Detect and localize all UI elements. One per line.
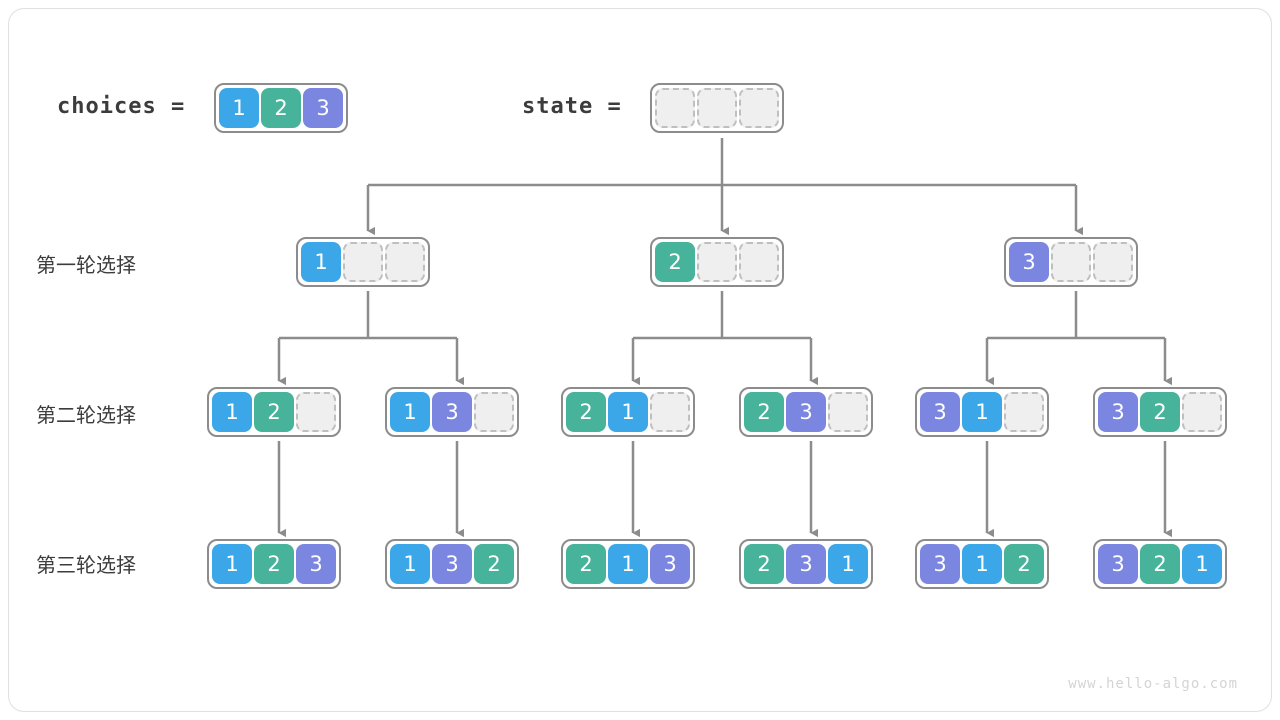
- node-level1-2-cell-0: 3: [1009, 242, 1049, 282]
- node-level1-1-cell-2: [739, 242, 779, 282]
- node-level3-0-cell-1: 2: [254, 544, 294, 584]
- node-level1-1-cell-1: [697, 242, 737, 282]
- node-level2-2-cell-1: 1: [608, 392, 648, 432]
- node-level3-3-cell-1: 3: [786, 544, 826, 584]
- node-level2-3-cell-1: 3: [786, 392, 826, 432]
- node-level2-2-cell-0: 2: [566, 392, 606, 432]
- node-level2-3-cell-0: 2: [744, 392, 784, 432]
- node-level3-5-cell-0: 3: [1098, 544, 1138, 584]
- node-level3-3-cell-0: 2: [744, 544, 784, 584]
- state-array: [650, 83, 784, 133]
- node-level2-3-cell-2: [828, 392, 868, 432]
- state-cell-1: [697, 88, 737, 128]
- node-level3-2-cell-1: 1: [608, 544, 648, 584]
- node-level1-2-cell-1: [1051, 242, 1091, 282]
- node-level2-4-cell-1: 1: [962, 392, 1002, 432]
- choices-label: choices =: [57, 94, 186, 119]
- node-level2-4-cell-2: [1004, 392, 1044, 432]
- node-level3-1-cell-2: 2: [474, 544, 514, 584]
- node-level2-1-cell-1: 3: [432, 392, 472, 432]
- node-level2-2-cell-2: [650, 392, 690, 432]
- state-label: state =: [522, 94, 622, 119]
- node-level1-0: 1: [296, 237, 430, 287]
- node-level1-0-cell-0: 1: [301, 242, 341, 282]
- node-level1-1-cell-0: 2: [655, 242, 695, 282]
- node-level2-4-cell-0: 3: [920, 392, 960, 432]
- node-level3-0-cell-2: 3: [296, 544, 336, 584]
- state-cell-0: [655, 88, 695, 128]
- node-level3-3-cell-2: 1: [828, 544, 868, 584]
- choices-cell-2: 3: [303, 88, 343, 128]
- row-label-round-2: 第二轮选择: [36, 403, 136, 427]
- node-level3-1-cell-0: 1: [390, 544, 430, 584]
- node-level1-2-cell-2: [1093, 242, 1133, 282]
- node-level3-4-cell-2: 2: [1004, 544, 1044, 584]
- watermark: www.hello-algo.com: [1068, 676, 1238, 692]
- node-level2-0-cell-0: 1: [212, 392, 252, 432]
- row-label-round-1: 第一轮选择: [36, 253, 136, 277]
- node-level2-1-cell-0: 1: [390, 392, 430, 432]
- node-level2-5-cell-2: [1182, 392, 1222, 432]
- node-level2-5-cell-1: 2: [1140, 392, 1180, 432]
- node-level2-1-cell-2: [474, 392, 514, 432]
- row-label-round-3: 第三轮选择: [36, 553, 136, 577]
- node-level3-0-cell-0: 1: [212, 544, 252, 584]
- node-level2-0-cell-2: [296, 392, 336, 432]
- node-level1-2: 3: [1004, 237, 1138, 287]
- node-level3-4-cell-0: 3: [920, 544, 960, 584]
- node-level3-5-cell-1: 2: [1140, 544, 1180, 584]
- node-level3-2-cell-2: 3: [650, 544, 690, 584]
- diagram-frame: [8, 8, 1272, 712]
- node-level3-4-cell-1: 1: [962, 544, 1002, 584]
- node-level1-1: 2: [650, 237, 784, 287]
- state-cell-2: [739, 88, 779, 128]
- node-level1-0-cell-1: [343, 242, 383, 282]
- node-level3-1-cell-1: 3: [432, 544, 472, 584]
- node-level2-5-cell-0: 3: [1098, 392, 1138, 432]
- node-level3-5-cell-2: 1: [1182, 544, 1222, 584]
- choices-cell-0: 1: [219, 88, 259, 128]
- node-level1-0-cell-2: [385, 242, 425, 282]
- node-level3-2-cell-0: 2: [566, 544, 606, 584]
- choices-cell-1: 2: [261, 88, 301, 128]
- node-level2-0-cell-1: 2: [254, 392, 294, 432]
